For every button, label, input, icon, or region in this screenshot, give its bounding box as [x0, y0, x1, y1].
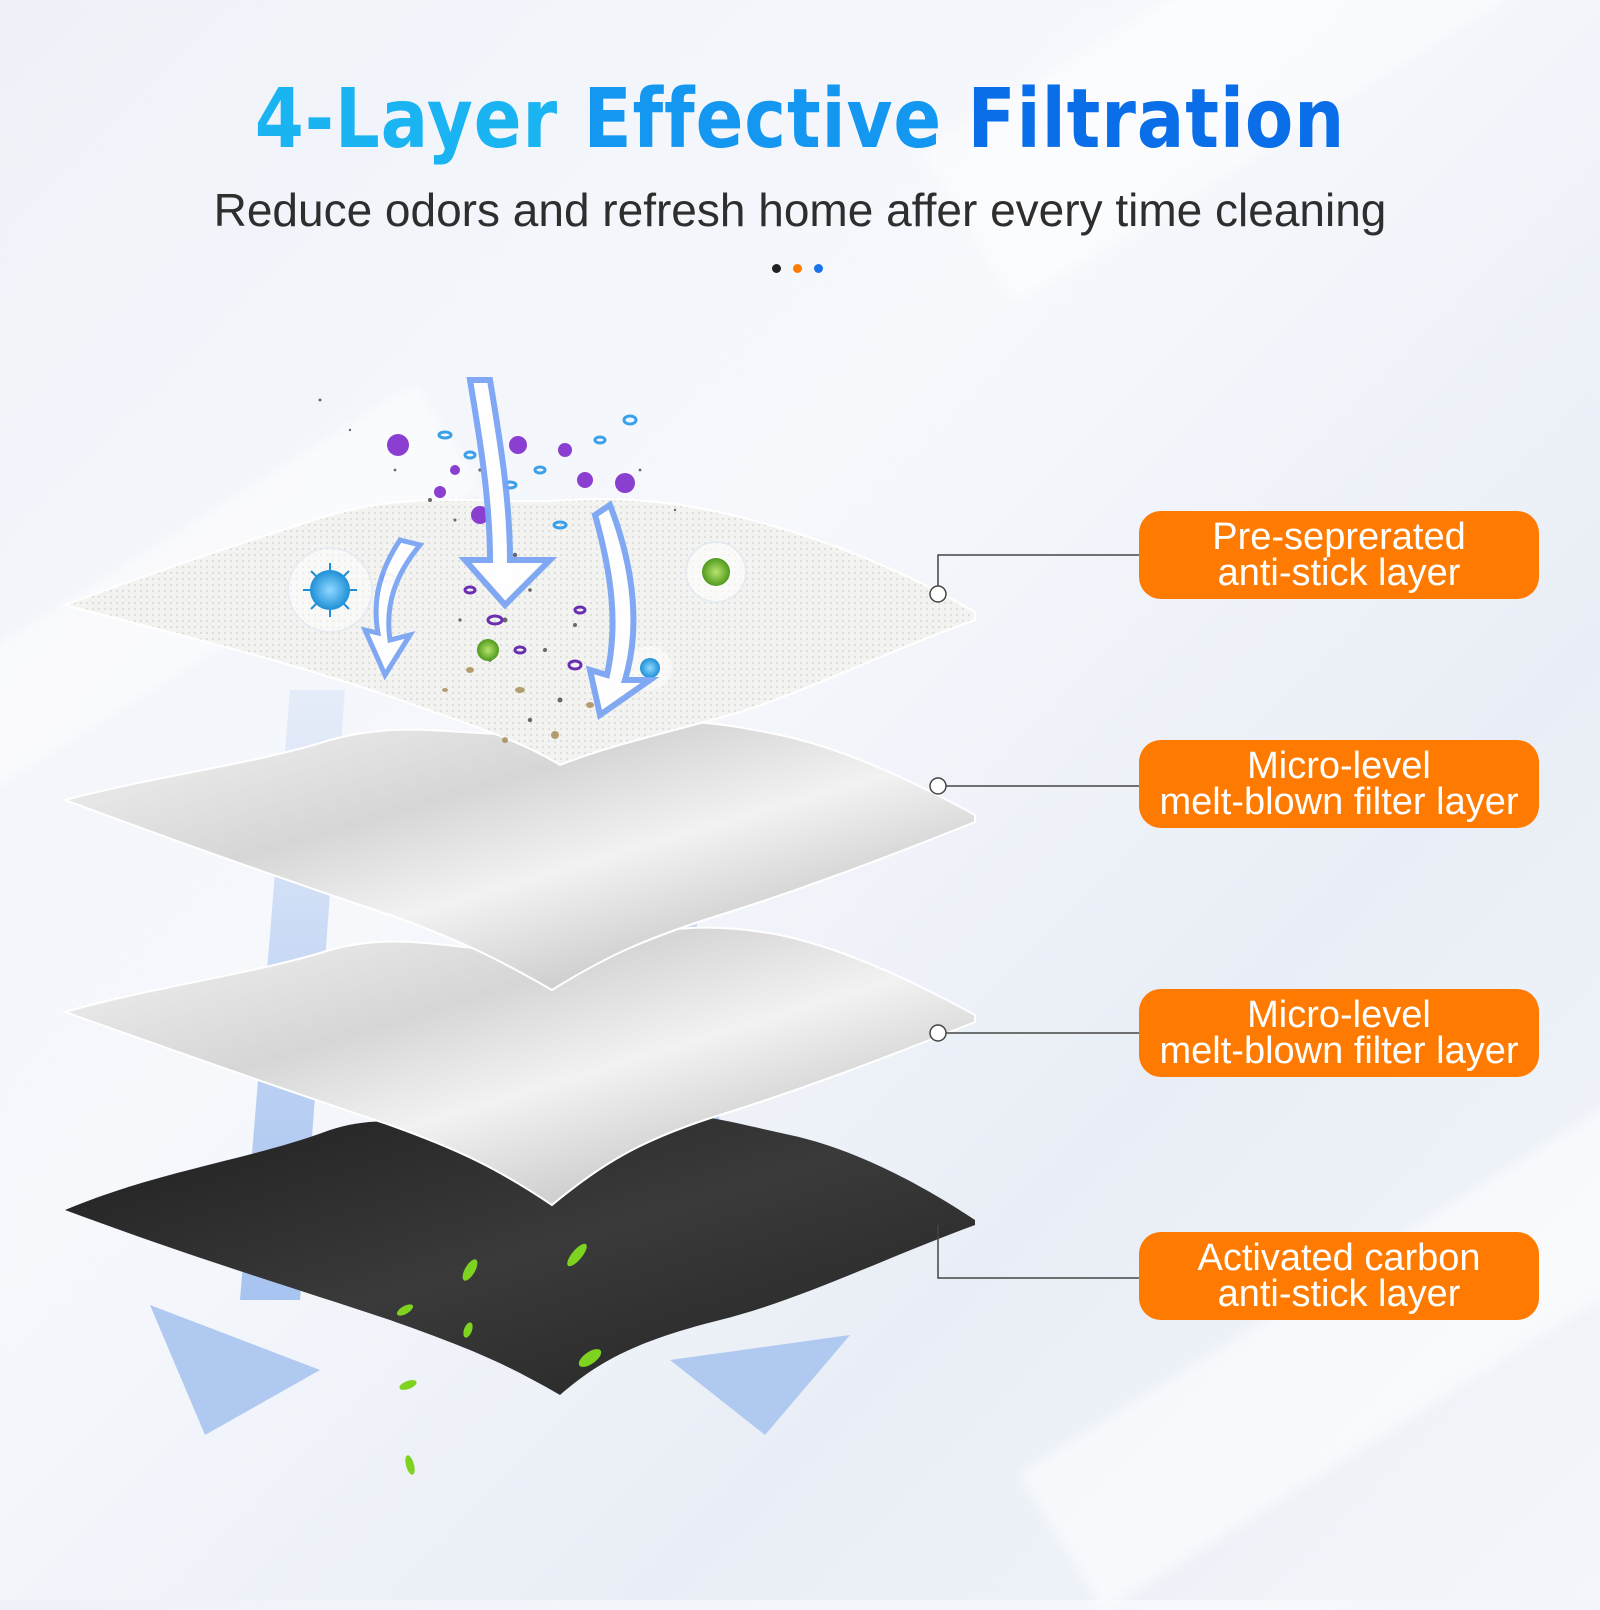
page-subtitle: Reduce odors and refresh home affer ever… — [213, 184, 1387, 236]
title-part-3: Filtration — [967, 72, 1346, 167]
leader-line-4 — [937, 1225, 1139, 1279]
decorative-dots — [772, 264, 823, 273]
layer-activated-carbon — [65, 1113, 975, 1395]
title-part-2: Effective — [583, 72, 943, 167]
layer-label-4-line-1: Activated carbon — [1197, 1237, 1481, 1279]
dot-blue — [814, 264, 823, 273]
purple-virus-particles — [387, 434, 635, 524]
airflow-arrowhead-right — [670, 1335, 850, 1435]
layer-label-1-line-2: anti-stick layer — [1217, 552, 1461, 594]
layer-pre-separated — [61, 498, 976, 767]
layer-label-4-line-2: anti-stick layer — [1217, 1273, 1461, 1315]
layer-melt-blown-1 — [61, 720, 976, 992]
blue-virus-icon — [287, 547, 373, 633]
layer-label-1-line-1: Pre-seprerated — [1212, 516, 1466, 558]
page-title: 4-Layer Effective Filtration — [112, 72, 1488, 167]
layer-label-2-line-1: Micro-level — [1247, 745, 1431, 787]
layer-label-3-line-1: Micro-level — [1247, 994, 1431, 1036]
layer-label-melt-blown-1: Micro-level melt-blown filter layer — [1139, 740, 1539, 828]
layer-melt-blown-2 — [61, 926, 976, 1207]
airflow-arrowhead-left — [150, 1305, 320, 1435]
blue-ring-particles — [437, 414, 638, 530]
leaf-particles — [396, 1243, 602, 1475]
layer-label-3-line-2: melt-blown filter layer — [1159, 1030, 1519, 1072]
layer-label-melt-blown-2: Micro-level melt-blown filter layer — [1139, 989, 1539, 1077]
debris-particles — [442, 667, 594, 743]
leader-line-3 — [929, 1024, 1139, 1042]
leader-line-1 — [929, 554, 1139, 603]
layer-label-pre-separated: Pre-seprerated anti-stick layer — [1139, 511, 1539, 599]
dust-particles — [318, 398, 677, 723]
leader-line-2 — [929, 777, 1139, 795]
layer-label-activated-carbon: Activated carbon anti-stick layer — [1139, 1232, 1539, 1320]
dot-orange — [793, 264, 802, 273]
title-part-1: 4-Layer — [254, 72, 559, 167]
layer-label-2-line-2: melt-blown filter layer — [1159, 781, 1519, 823]
green-virus-icon — [685, 541, 747, 603]
dot-dark — [772, 264, 781, 273]
airflow-down-arrows — [360, 377, 660, 721]
small-green-virus-icon — [477, 639, 499, 661]
